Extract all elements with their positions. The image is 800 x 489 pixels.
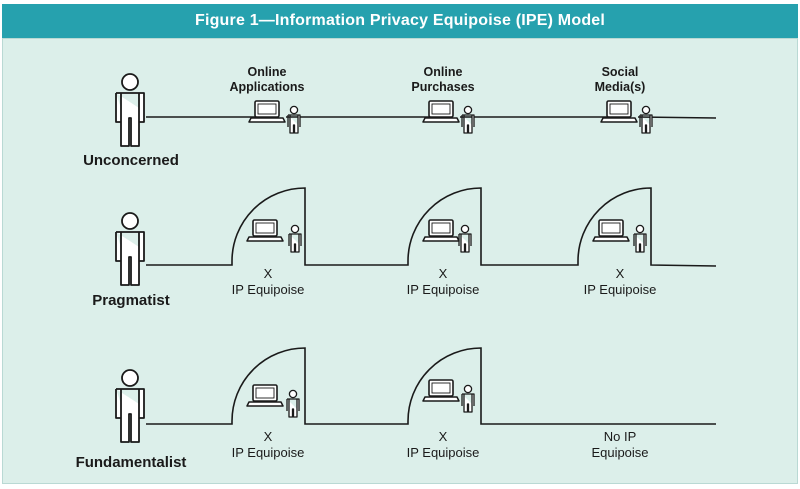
laptop-icon	[600, 100, 638, 123]
cell-mark: X	[439, 429, 448, 444]
person-icon	[286, 389, 300, 418]
activity-label-3a: Social	[602, 65, 639, 79]
person-icon	[458, 224, 472, 253]
laptop-icon	[246, 219, 284, 242]
person-icon	[288, 224, 302, 253]
figure-title-text: Figure 1—Information Privacy Equipoise (…	[194, 12, 606, 29]
activity-label-1b: Applications	[229, 80, 304, 94]
person-icon	[115, 369, 145, 443]
activity-label-3b: Media(s)	[595, 80, 646, 94]
activity-label-1a: Online	[248, 65, 287, 79]
row-label-unconcerned: Unconcerned	[83, 152, 179, 169]
cell-mark: X	[439, 266, 448, 281]
activity-label-2b: Purchases	[411, 80, 474, 94]
door-icon	[146, 347, 716, 425]
row-fundamentalist: X IP Equipoise X IP Equipoise No IP Equi…	[76, 347, 716, 471]
figure-title: Figure 1—Information Privacy Equipoise (…	[2, 4, 798, 38]
person-icon	[461, 105, 475, 134]
cell-text: IP Equipoise	[584, 282, 657, 297]
row-unconcerned: Online Applications Online Purchases Soc…	[83, 65, 717, 169]
laptop-icon	[422, 219, 460, 242]
cell-mark: X	[264, 266, 273, 281]
person-icon	[461, 384, 475, 413]
laptop-icon	[422, 379, 460, 402]
person-icon	[115, 73, 145, 147]
activity-label-2a: Online	[424, 65, 463, 79]
person-icon	[287, 105, 301, 134]
cell-text: Equipoise	[591, 445, 648, 460]
person-icon	[639, 105, 653, 134]
person-icon	[633, 224, 647, 253]
cell-mark: X	[616, 266, 625, 281]
cell-text: IP Equipoise	[232, 282, 305, 297]
cell-text: IP Equipoise	[407, 445, 480, 460]
person-icon	[115, 212, 145, 286]
row-label-fundamentalist: Fundamentalist	[76, 454, 187, 471]
laptop-icon	[422, 100, 460, 123]
cell-text: IP Equipoise	[407, 282, 480, 297]
laptop-icon	[592, 219, 630, 242]
row-pragmatist: X IP Equipoise X IP Equipoise X IP Equip…	[92, 187, 717, 309]
door-icon	[146, 187, 717, 267]
laptop-icon	[246, 384, 284, 407]
path-line	[146, 116, 717, 119]
cell-mark: No IP	[604, 429, 637, 444]
laptop-icon	[248, 100, 286, 123]
cell-mark: X	[264, 429, 273, 444]
cell-text: IP Equipoise	[232, 445, 305, 460]
row-label-pragmatist: Pragmatist	[92, 292, 170, 309]
